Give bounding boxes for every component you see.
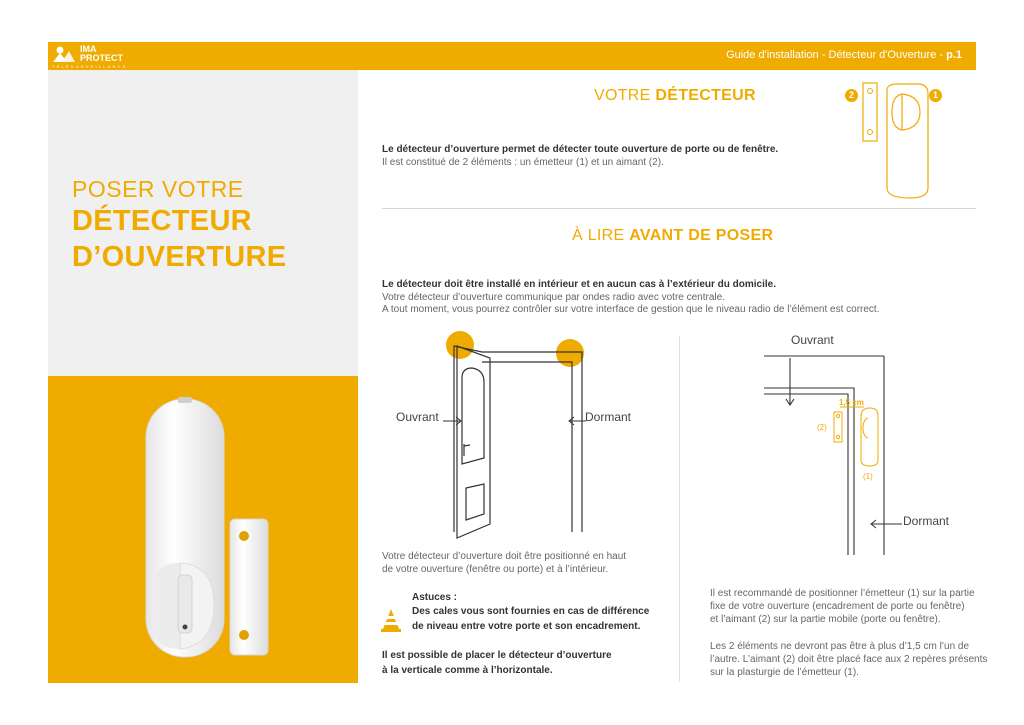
tips-line-1: Des cales vous sont fournies en cas de d… bbox=[412, 606, 650, 617]
section-divider bbox=[382, 208, 976, 209]
arrow-left-icon bbox=[568, 416, 586, 426]
recommend-p1-l1: Il est recommandé de positionner l’émett… bbox=[710, 588, 975, 599]
column-divider bbox=[679, 336, 680, 682]
page-title-bold-2: D’OUVERTURE bbox=[72, 241, 287, 273]
cone-warning-icon bbox=[381, 609, 401, 632]
brand-tagline: TÉLÉSURVEILLANCE bbox=[52, 64, 128, 69]
badge-emitter: 1 bbox=[929, 89, 942, 102]
page-title-bold-1: DÉTECTEUR bbox=[72, 205, 252, 237]
recommend-p1-l3: et l’aimant (2) sur la partie mobile (po… bbox=[710, 614, 941, 625]
ima-logo-icon bbox=[53, 46, 75, 62]
arrow-left-icon bbox=[870, 519, 902, 529]
tips-title: Astuces : bbox=[412, 592, 458, 603]
document-title: Guide d'installation - Détecteur d'Ouver… bbox=[726, 49, 962, 61]
brand-name: IMA PROTECT bbox=[80, 44, 124, 63]
recommend-p2-l1: Les 2 éléments ne devront pas être à plu… bbox=[710, 641, 970, 652]
emitter-number-label: (1) bbox=[863, 472, 873, 481]
label-ouvrant-detail: Ouvrant bbox=[791, 333, 834, 347]
distance-label: 1,5 cm bbox=[839, 398, 864, 407]
recommend-p1-l2: fixe de votre ouverture (encadrement de … bbox=[710, 601, 965, 612]
detector-intro-bold: Le détecteur d’ouverture permet de détec… bbox=[382, 144, 779, 155]
page-number: p.1 bbox=[946, 49, 962, 61]
label-ouvrant-door: Ouvrant bbox=[396, 410, 439, 424]
orientation-note-1: Il est possible de placer le détecteur d… bbox=[382, 650, 612, 661]
arrow-right-icon bbox=[443, 416, 462, 426]
detector-outline-illustration bbox=[862, 82, 929, 199]
section-title-detector: VOTRE DÉTECTEUR bbox=[594, 87, 756, 104]
detector-product-image bbox=[145, 397, 269, 658]
left-title-panel bbox=[48, 70, 358, 376]
install-info-line-1: Votre détecteur d’ouverture communique p… bbox=[382, 292, 725, 303]
install-warning-bold: Le détecteur doit être installé en intér… bbox=[382, 279, 777, 290]
door-caption-2: de votre ouverture (fenêtre ou porte) et… bbox=[382, 564, 609, 575]
label-dormant-detail: Dormant bbox=[903, 514, 950, 528]
recommend-p2-l2: l’autre. L’aimant (2) doit être placé fa… bbox=[710, 654, 988, 665]
orientation-note-2: à la verticale comme à l’horizontale. bbox=[382, 665, 553, 676]
page-title-light: POSER VOTRE bbox=[72, 176, 244, 202]
door-caption-1: Votre détecteur d’ouverture doit être po… bbox=[382, 551, 627, 562]
detector-intro-text: Il est constitué de 2 éléments : un émet… bbox=[382, 157, 664, 168]
install-info-line-2: A tout moment, vous pourrez contrôler su… bbox=[382, 304, 880, 315]
recommend-p2-l3: sur la plasturgie de l’émetteur (1). bbox=[710, 667, 859, 678]
label-dormant-door: Dormant bbox=[585, 410, 632, 424]
badge-magnet: 2 bbox=[845, 89, 858, 102]
header-bar bbox=[48, 42, 976, 70]
door-illustration bbox=[446, 331, 584, 539]
placement-detail-illustration bbox=[764, 355, 885, 555]
tips-line-2: de niveau entre votre porte et son encad… bbox=[412, 621, 641, 632]
section-title-before: À LIRE AVANT DE POSER bbox=[572, 227, 774, 244]
magnet-number-label: (2) bbox=[817, 423, 827, 432]
